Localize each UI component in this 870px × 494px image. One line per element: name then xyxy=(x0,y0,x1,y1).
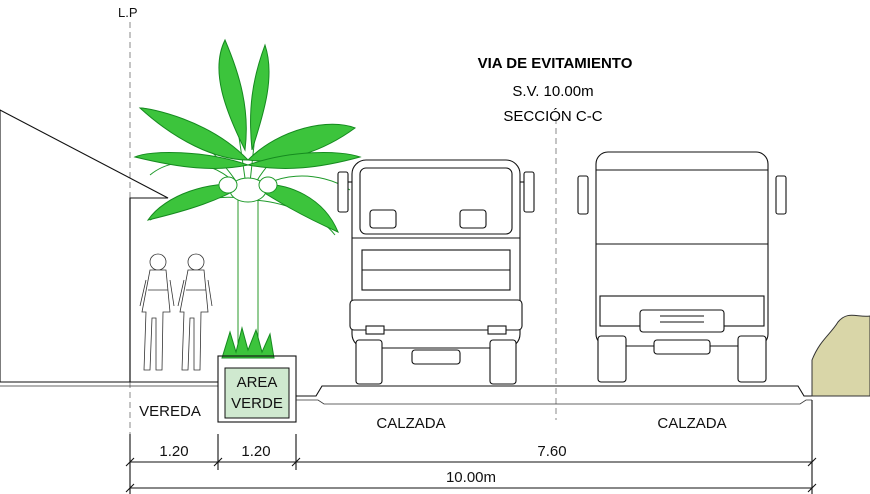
green-area-planter: AREA VERDE xyxy=(217,355,297,423)
dimension-roadway: 7.60 xyxy=(537,443,566,460)
pedestrian-figure xyxy=(139,253,175,371)
building xyxy=(0,109,169,383)
property-line-label: L.P xyxy=(118,5,138,20)
road-surface-top xyxy=(296,385,812,397)
zone-label-roadway-right: CALZADA xyxy=(657,415,726,432)
drawing-subtitle-section: SECCIÓN C-C xyxy=(503,108,602,125)
truck-front-view xyxy=(337,159,535,385)
zone-label-roadway-left: CALZADA xyxy=(376,415,445,432)
dimension-total: 10.00m xyxy=(446,469,496,486)
drawing-title: VIA DE EVITAMIENTO xyxy=(478,55,633,72)
truck-rear-view xyxy=(577,151,787,383)
pedestrian-figure xyxy=(177,253,213,371)
dimension-line-total xyxy=(125,470,817,494)
terrain xyxy=(811,314,870,397)
dimension-sidewalk: 1.20 xyxy=(159,443,188,460)
drawing-subtitle-width: S.V. 10.00m xyxy=(512,83,593,100)
green-area-label-line2: VERDE xyxy=(231,395,283,412)
road-surface-bottom xyxy=(296,399,812,405)
zone-label-sidewalk: VEREDA xyxy=(139,403,201,420)
green-area-label-line1: AREA xyxy=(237,374,278,391)
dimension-line-partial xyxy=(125,400,817,470)
palm-tree xyxy=(133,38,362,359)
dimension-green-area: 1.20 xyxy=(241,443,270,460)
